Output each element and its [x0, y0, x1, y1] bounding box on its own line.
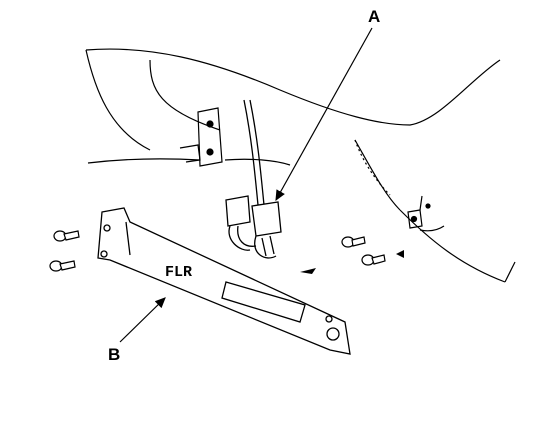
connector-assembly — [225, 195, 282, 259]
callout-label-b: B — [108, 345, 121, 364]
install-direction-arrows — [300, 250, 404, 274]
body-panel-outline — [85, 48, 516, 283]
callout-label-a: A — [368, 7, 381, 26]
mounting-plate — [97, 207, 351, 355]
bolt-right-lower — [361, 254, 386, 266]
plate-marking-flr: FLR — [165, 264, 192, 281]
wire-harness — [243, 99, 265, 206]
bolt-right-upper — [341, 236, 366, 248]
callout-a-leader — [275, 27, 373, 202]
panel-bracket — [179, 107, 223, 167]
callout-b-leader — [119, 297, 166, 343]
bolt-left-lower — [49, 260, 76, 272]
right-side-clip — [407, 195, 445, 232]
bolt-left-upper — [53, 230, 80, 242]
